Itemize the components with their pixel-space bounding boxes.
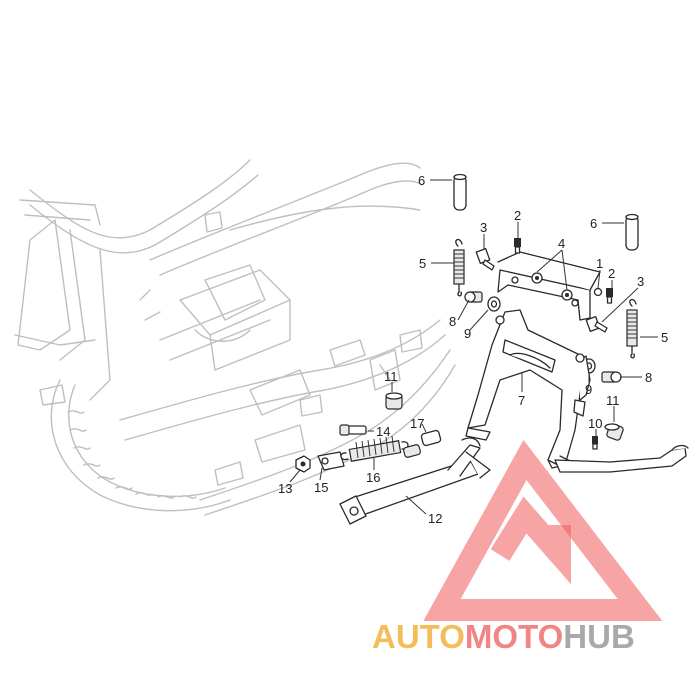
callout-11-left: 11 (384, 369, 398, 384)
nut-part-13 (295, 455, 311, 473)
center-stand-assembly (295, 173, 689, 525)
washer-part-9-left (487, 296, 501, 312)
bolt-part-3-left (475, 248, 495, 271)
stand-bracket-plate (497, 251, 601, 321)
spring-part-5-left (453, 238, 465, 297)
bolt-part-3-right (585, 316, 608, 333)
bushing-part-17 (403, 429, 442, 458)
callout-1: 1 (596, 256, 603, 271)
bolt-part-14 (339, 424, 367, 436)
callout-3-right: 3 (637, 274, 644, 289)
callout-5-right: 5 (661, 330, 668, 345)
callout-10: 10 (588, 416, 602, 431)
stand-foot-bar (554, 444, 689, 473)
callout-7: 7 (518, 393, 525, 408)
wordmark-hub: HUB (563, 618, 635, 655)
callout-11-right: 11 (606, 393, 620, 408)
callout-8-right: 8 (645, 370, 652, 385)
callout-16: 16 (366, 470, 380, 485)
callout-15: 15 (314, 480, 328, 495)
wordmark-auto: AUTO (372, 618, 465, 655)
callout-leaders (289, 179, 658, 515)
callout-2-right: 2 (608, 266, 615, 281)
callout-9-right: 9 (585, 382, 592, 397)
bushing-part-8-right (601, 371, 622, 383)
callout-8-left: 8 (449, 314, 456, 329)
callout-6-upper: 6 (418, 173, 425, 188)
callout-6-right: 6 (590, 216, 597, 231)
callout-17: 17 (410, 416, 424, 431)
callout-9-left: 9 (464, 326, 471, 341)
callout-12: 12 (428, 511, 442, 526)
scooter-frame (14, 159, 456, 516)
bolt-part-1 (593, 287, 603, 297)
callout-5-left: 5 (419, 256, 426, 271)
callout-14: 14 (376, 424, 390, 439)
rubber-stopper-part-11-right (604, 423, 624, 441)
plate-part-15 (317, 451, 345, 471)
pin-part-6-right (625, 213, 639, 251)
bushing-part-8-left (464, 291, 483, 303)
wordmark-moto: MOTO (465, 618, 563, 655)
bolt-part-10 (592, 436, 598, 450)
svg-text:AUTOMOTOHUB: AUTOMOTOHUB (372, 618, 635, 655)
bolt-part-2-right (606, 288, 613, 304)
automotohub-logo-mark (423, 439, 663, 621)
spring-part-5-right (626, 298, 638, 359)
bolt-part-2-left (514, 238, 521, 254)
callout-3-left: 3 (480, 220, 487, 235)
pin-part-6-upper (453, 173, 467, 211)
callout-labels: 6 6 2 2 3 3 4 5 5 1 8 8 9 9 7 11 11 10 1… (278, 173, 668, 526)
side-stand-part-12 (339, 437, 491, 525)
callout-4: 4 (558, 236, 565, 251)
nut-part-4 (531, 272, 573, 301)
callout-13: 13 (278, 481, 292, 496)
callout-2-left: 2 (514, 208, 521, 223)
rubber-stopper-part-11-left (385, 392, 403, 410)
spring-part-16 (340, 435, 409, 462)
automotohub-wordmark: AUTOMOTOHUB (372, 618, 635, 655)
